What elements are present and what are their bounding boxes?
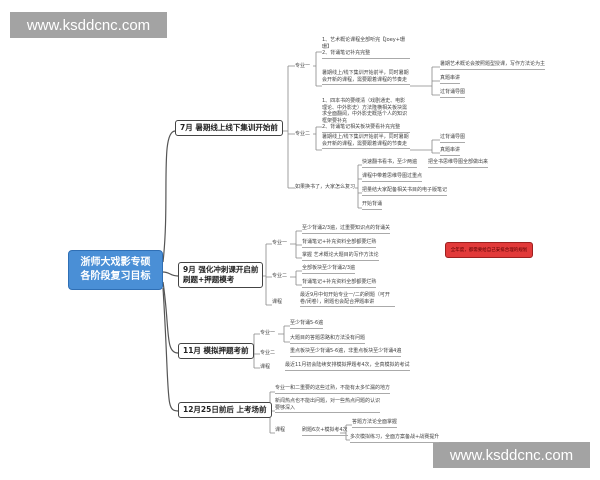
b4-label-course: 课程 xyxy=(275,427,286,433)
b2-label-major2: 专业二 xyxy=(272,273,288,279)
b2-major1-item: 至少背诵2/3遍，过重要知识点的背诵关 xyxy=(302,225,391,234)
b1-change-item-child: 把全书思维导图全部做出来 xyxy=(428,159,489,168)
branch-september-line2: 刷题+押题模考 xyxy=(183,275,235,284)
b2-major1-item: 掌握 艺术概论大题目的写作方法论 xyxy=(302,252,379,261)
note-red[interactable]: 全年度，都需要给自己安排合理的规划 xyxy=(445,242,533,258)
b4-course-child: 答题方法论全面掌握 xyxy=(352,419,398,428)
b1-major1-b-child: 暑期艺术概论会按照题型授课，写作方法论为主 xyxy=(440,61,546,70)
root-title-line2: 各阶段复习目标 xyxy=(80,271,151,282)
b2-label-major1: 专业一 xyxy=(272,240,288,246)
branch-december[interactable]: 12月25日前后 上考场前 xyxy=(178,402,272,418)
watermark-bottom: www.ksddcnc.com xyxy=(433,442,590,468)
b2-course-text: 最近9月中旬开始专业一/二的刷题（可开卷/闭卷），刷题也会配合押题串讲 xyxy=(300,292,395,307)
b3-major1-item: 至少背诵5-6遍 xyxy=(290,320,324,329)
b4-item: 新闻热点也不能出问题，对一些热点问题的认识要够深入 xyxy=(275,398,380,413)
b1-major2-a: 1、四本书的要缕清（戏剧通史、电影理论、中外影史）方法隆横相关板块需求全面翻阅，… xyxy=(322,98,410,133)
b1-change-item: 把量结大家配备相关书目的电子版笔记 xyxy=(362,187,448,196)
b3-major2-text: 重点板块至少背诵5-6遍，非重点板块至少背诵4遍 xyxy=(290,348,402,357)
b1-change-item: 快速翻书看书，至少两遍 xyxy=(362,159,418,168)
b3-label-course: 课程 xyxy=(260,364,271,370)
root-title-line1: 浙师大戏影专硕 xyxy=(80,257,151,268)
b1-label-major1: 专业一 xyxy=(295,63,311,69)
b2-major2-item: 全部板块至少背诵2/3遍 xyxy=(302,265,356,274)
root-node[interactable]: 浙师大戏影专硕 各阶段复习目标 xyxy=(68,250,163,290)
b3-major1-item: 大题目的答题思路和方法没有问题 xyxy=(290,335,366,344)
b3-label-major1: 专业一 xyxy=(260,330,276,336)
watermark-top: www.ksddcnc.com xyxy=(10,12,167,38)
b1-major2-b-child: 真题串讲 xyxy=(440,147,461,156)
branch-november[interactable]: 11月 模拟押题考前 xyxy=(178,343,254,359)
branch-september[interactable]: 9月 强化冲刺课开启前 刷题+押题模考 xyxy=(178,262,264,288)
b4-course-child: 多次模拟练习，全面方案备战+战赛提升 xyxy=(350,434,440,443)
b1-major2-b-child: 过背诵导图 xyxy=(440,134,466,143)
b2-major1-item: 背诵笔记+补充资料全部都要烂熟 xyxy=(302,239,377,248)
b1-major2-b: 暑期线上/线下集训开始前半，同时暑期会开新的课程，需要跟着课程的节奏走 xyxy=(322,134,410,149)
b1-label-major2: 专业二 xyxy=(295,131,311,137)
b2-label-course: 课程 xyxy=(272,299,283,305)
b1-major1-b: 暑期线上/线下集训开始前半，同时暑期会开新的课程，需要跟着课程的节奏走 xyxy=(322,70,410,85)
b1-major1-a: 1、艺术概论课程全部听完【Joey+珊珊】 2、背诵笔记补充完整 xyxy=(322,37,410,59)
b2-major2-item: 背诵笔记+补充资料全部都要烂熟 xyxy=(302,279,377,288)
b4-item: 专业一和二重要的这些过熟，不能有太多忙漏的地方 xyxy=(275,385,391,394)
b3-course-text: 最近11月初会陆续安排模拟押题考4次，全真模拟的考试 xyxy=(285,362,410,371)
branch-september-line1: 9月 强化冲刺课开启前 xyxy=(183,265,259,274)
b1-change-item: 开始背诵 xyxy=(362,201,383,210)
b1-label-change-book: 如果换书了，大家怎么复习 xyxy=(295,184,356,190)
b4-course-text: 刷题6次+模拟考4次 xyxy=(302,427,348,436)
b1-change-item: 课程中带着思维导图过重点 xyxy=(362,173,423,182)
branch-july[interactable]: 7月 暑期线上线下集训开始前 xyxy=(175,120,283,136)
b3-label-major2: 专业二 xyxy=(260,350,276,356)
b1-major1-b-child: 过背诵导图 xyxy=(440,89,466,98)
b1-major1-b-child: 真题串讲 xyxy=(440,75,461,84)
